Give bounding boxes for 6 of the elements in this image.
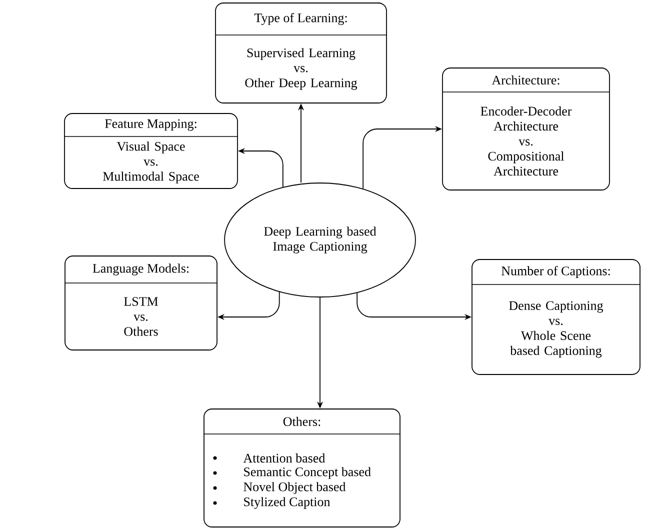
category-box: Architecture: Encoder-Decoder Architecture vs. Compositional Architecture: [442, 68, 610, 190]
category-box: Language Models: LSTM vs. Others: [64, 256, 218, 350]
category-box: Number of Captions: Dense Captioning vs. Whole Scene based Captioning: [472, 259, 640, 375]
category-box: Others: Attention based Semantic Concept based Novel Object based Stylized Caption: [204, 408, 400, 528]
category-box: Type of Learning: Supervised Learning vs. Other Deep Learning: [215, 2, 387, 104]
category-box: Feature Mapping: Visual Space vs. Multimodal Space: [64, 113, 238, 189]
